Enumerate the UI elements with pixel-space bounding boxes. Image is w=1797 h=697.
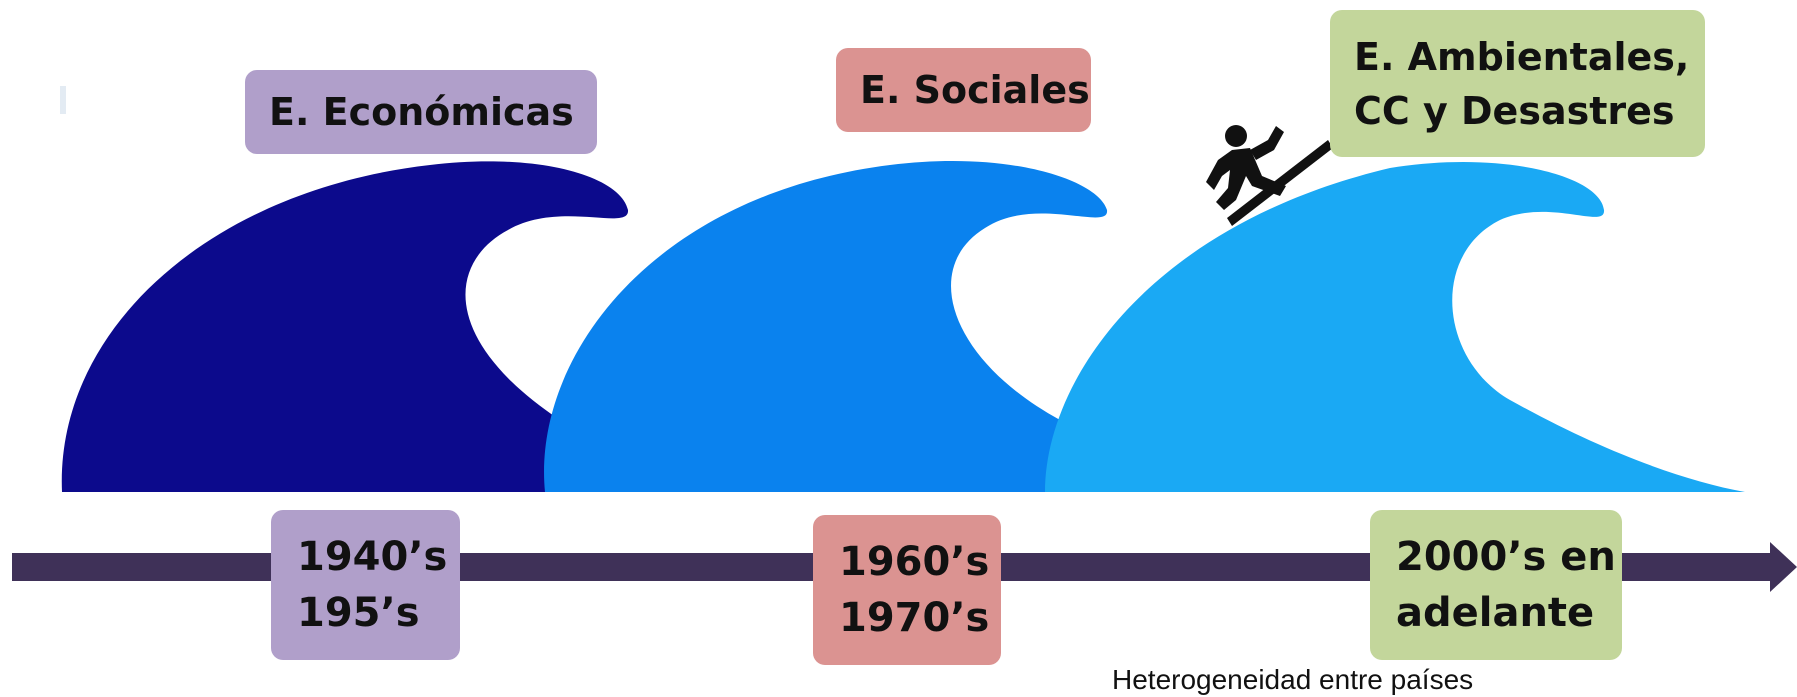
wave-economicas xyxy=(61,161,629,492)
label-ambientales: E. Ambientales, CC y Desastres xyxy=(1330,10,1705,157)
label-sociales-text: E. Sociales xyxy=(860,68,1090,112)
period-3-line-2: adelante xyxy=(1396,590,1595,636)
period-3-line-1: 2000’s en xyxy=(1396,534,1616,580)
label-ambientales-line-2: CC y Desastres xyxy=(1354,88,1675,133)
decorative-tick xyxy=(60,86,66,114)
surfer-icon xyxy=(1206,125,1333,226)
period-box-1940s: 1940’s 195’s xyxy=(271,510,460,660)
period-1-line-2: 195’s xyxy=(297,590,420,636)
wave-ambientales xyxy=(1045,162,1745,492)
period-2-line-1: 1960’s xyxy=(839,539,990,585)
wave-sociales xyxy=(544,161,1108,493)
period-box-1960s: 1960’s 1970’s xyxy=(813,515,1001,665)
period-1-line-1: 1940’s xyxy=(297,534,448,580)
label-economicas: E. Económicas xyxy=(245,70,597,154)
label-economicas-text: E. Económicas xyxy=(269,90,574,134)
period-2-line-2: 1970’s xyxy=(839,595,990,641)
label-sociales: E. Sociales xyxy=(836,48,1091,132)
footnote-heterogeneidad: Heterogeneidad entre países xyxy=(1112,664,1474,695)
label-ambientales-line-1: E. Ambientales, xyxy=(1354,34,1690,79)
period-box-2000s: 2000’s en adelante xyxy=(1370,510,1622,660)
